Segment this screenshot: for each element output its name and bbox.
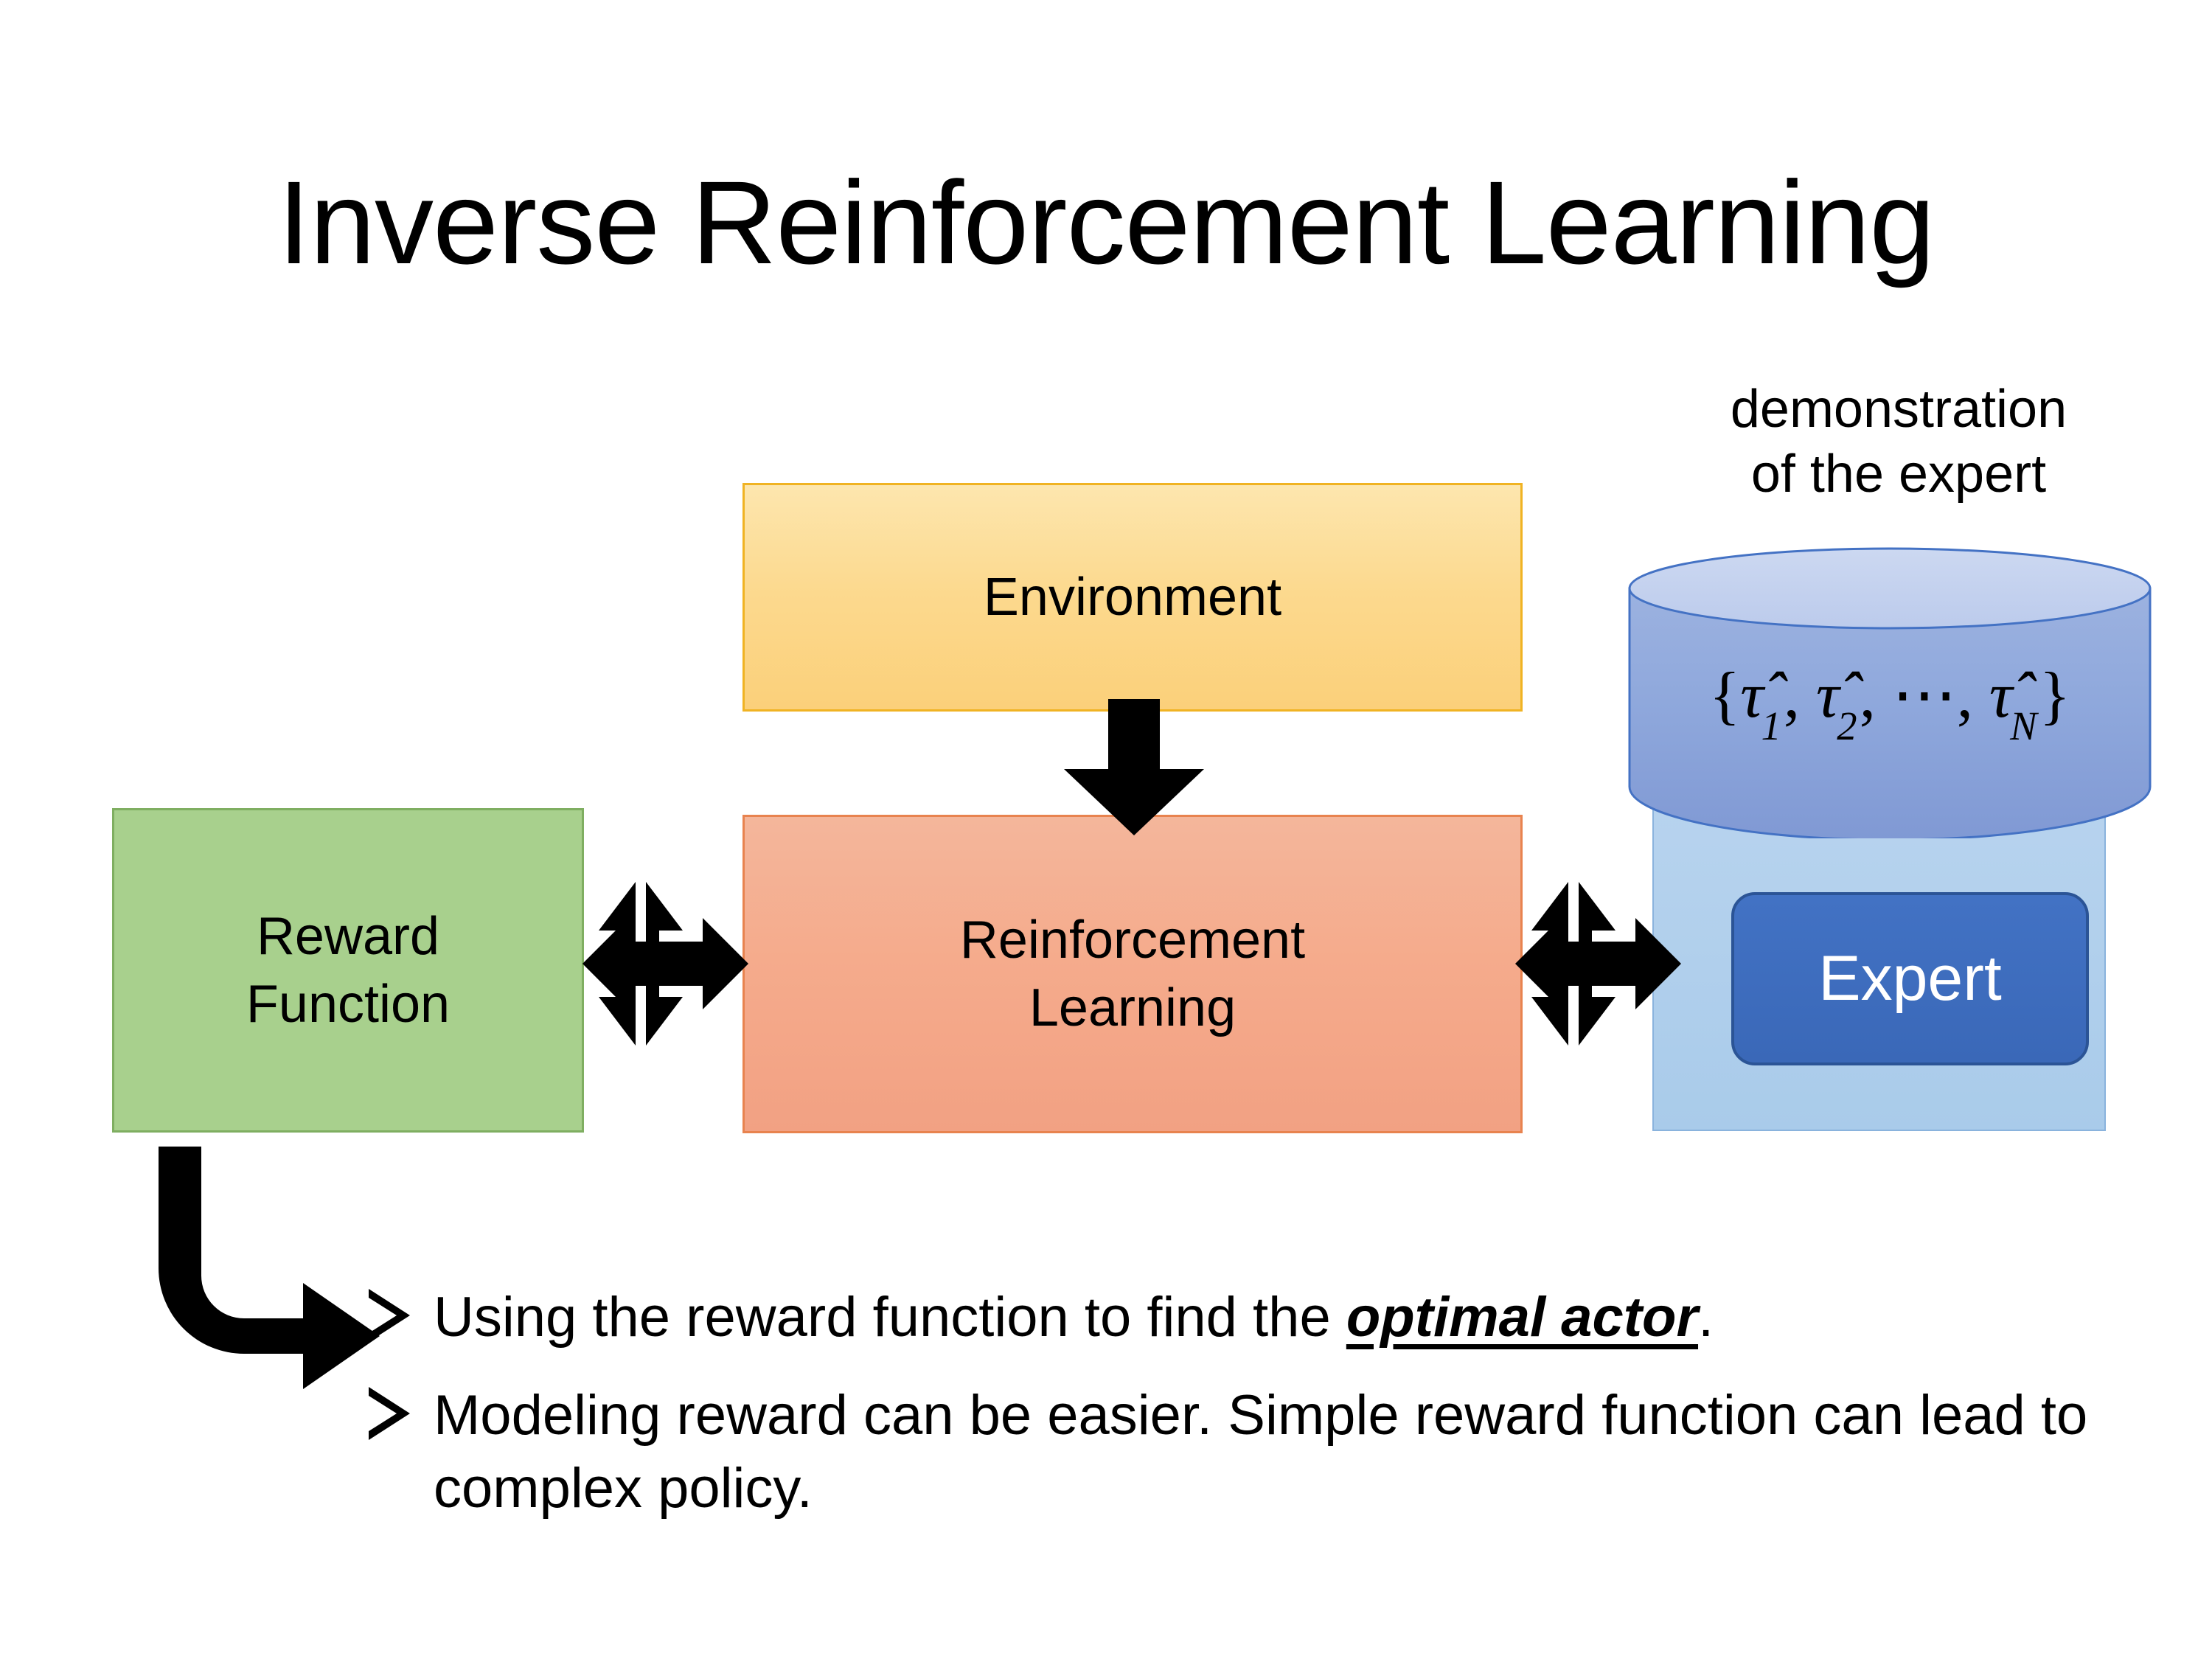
bullet-2-text: Modeling reward can be easier. Simple re… [434,1383,2088,1520]
cylinder-body [1628,587,2152,838]
flow-box-reward-function[interactable]: Reward Function [112,808,584,1133]
flow-box-environment-label: Environment [983,567,1282,627]
list-item: Using the reward function to find the op… [363,1281,2096,1354]
flow-box-expert[interactable]: Expert [1731,892,2089,1065]
chevron-bullet-icon [369,1386,410,1440]
cylinder-top-ellipse [1628,547,2152,630]
bullet-1-prefix: Using the reward function to find the [434,1286,1346,1349]
page-title: Inverse Reinforcement Learning [277,156,1935,288]
tau-symbol-2: τ̂ [1816,660,1840,731]
tau-subscript-1: 1 [1761,703,1781,748]
flow-box-reinforcement-learning[interactable]: Reinforcement Learning [742,815,1523,1133]
demonstration-cylinder [1628,547,2152,838]
set-comma-3: , [1956,660,1989,731]
four-way-arrow-icon-left [582,882,748,1046]
demonstration-caption: demonstration of the expert [1630,378,2168,507]
elbow-arrow-icon [159,1147,380,1389]
demonstration-caption-line2: of the expert [1750,444,2047,504]
down-arrow-icon [1064,699,1204,835]
flow-box-environment[interactable]: Environment [742,483,1523,712]
set-open-brace: { [1709,660,1741,731]
bullet-1-emphasis: optimal actor [1346,1286,1699,1349]
tau-symbol-1: τ̂ [1740,660,1764,731]
flow-box-rl-label-line2: Learning [1029,978,1237,1037]
flow-box-reward-label: Reward Function [246,902,450,1038]
bullet-1-suffix: . [1698,1286,1714,1349]
tau-subscript-2: 2 [1837,703,1857,748]
flow-box-expert-label: Expert [1818,943,2002,1014]
set-comma-2: , [1859,660,1892,731]
flow-box-reward-label-line1: Reward [256,906,440,966]
demonstration-caption-line1: demonstration [1730,380,2067,439]
demonstration-trajectory-set: {τ̂1, τ̂2, ⋯, τ̂N} [1628,656,2152,748]
set-comma-1: , [1784,660,1817,731]
tau-ellipsis: ⋯ [1891,660,1957,731]
flow-box-reward-label-line2: Function [246,975,451,1034]
set-close-brace: } [2039,660,2070,731]
list-item: Modeling reward can be easier. Simple re… [363,1380,2096,1526]
four-way-arrow-icon-right [1515,882,1681,1046]
chevron-bullet-icon [369,1289,410,1342]
flow-box-rl-label: Reinforcement Learning [960,906,1305,1042]
tau-subscript-n: N [2010,703,2037,748]
tau-symbol-n: τ̂ [1989,660,2013,731]
flow-box-rl-label-line1: Reinforcement [959,910,1306,970]
bullet-list: Using the reward function to find the op… [363,1281,2096,1550]
